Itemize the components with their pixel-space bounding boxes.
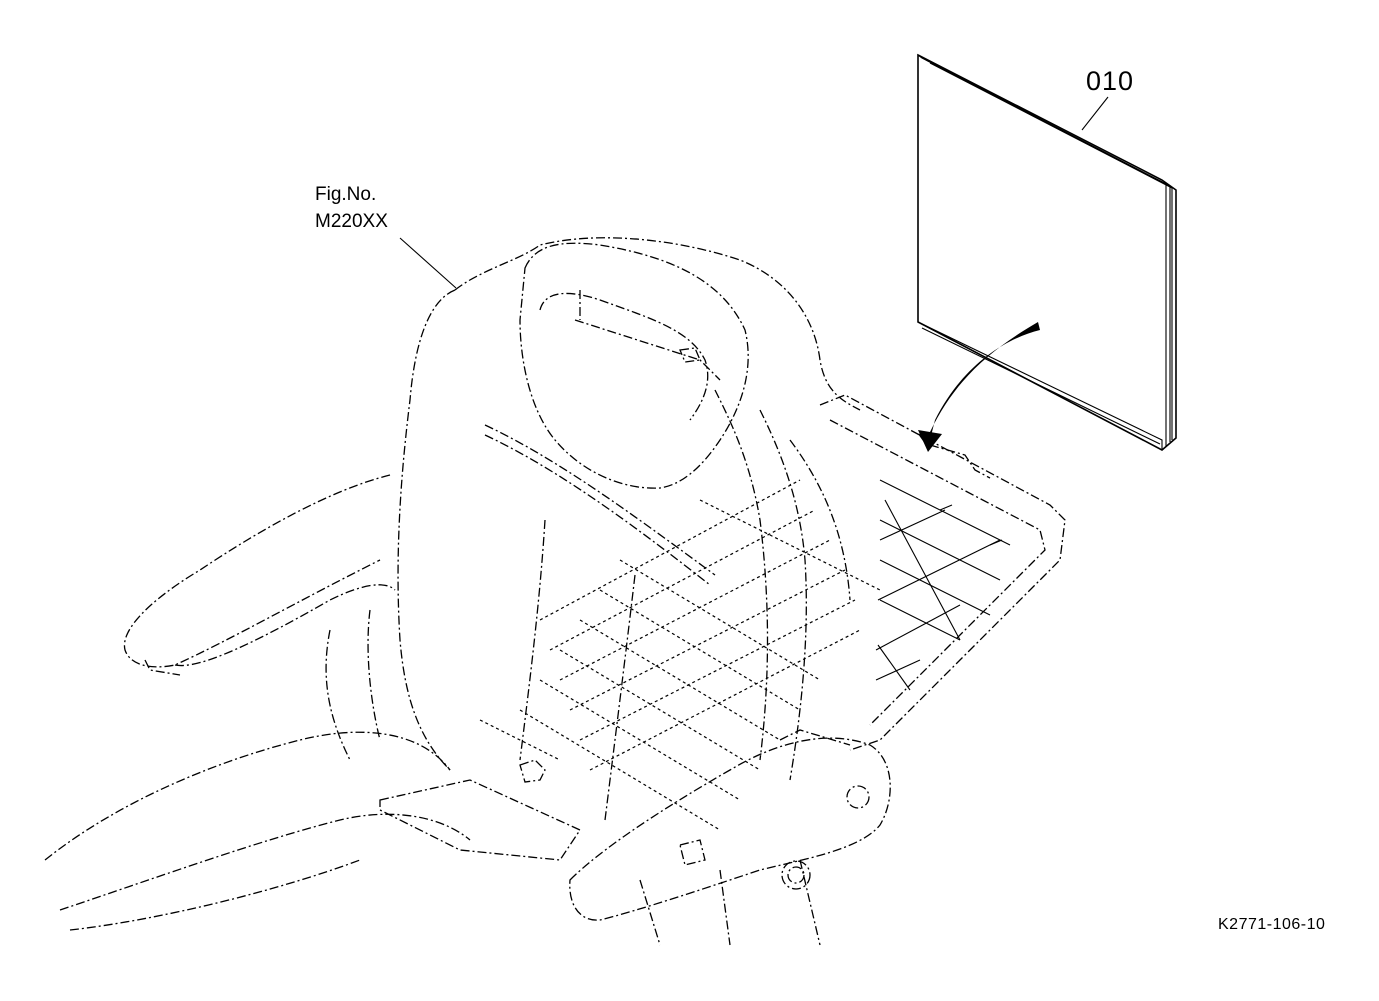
seat-fittings bbox=[519, 347, 706, 866]
seat-cushion bbox=[819, 394, 1066, 751]
insert-arrow-icon bbox=[918, 322, 1040, 452]
seat-base bbox=[44, 609, 821, 946]
figure-number-reference[interactable]: M220XX bbox=[315, 211, 388, 232]
right-armrest bbox=[569, 729, 891, 921]
leader-line-fig bbox=[399, 237, 457, 289]
manual-booklet bbox=[917, 53, 1177, 451]
part-number-label[interactable]: 010 bbox=[1086, 66, 1135, 96]
figure-number-caption: Fig.No. bbox=[315, 184, 377, 205]
seat-back bbox=[397, 237, 861, 821]
left-armrest bbox=[123, 474, 396, 676]
seat-frame-grid bbox=[479, 479, 881, 831]
drawing-code-label: K2771-106-10 bbox=[1218, 916, 1326, 933]
leader-line-010 bbox=[1081, 96, 1109, 131]
